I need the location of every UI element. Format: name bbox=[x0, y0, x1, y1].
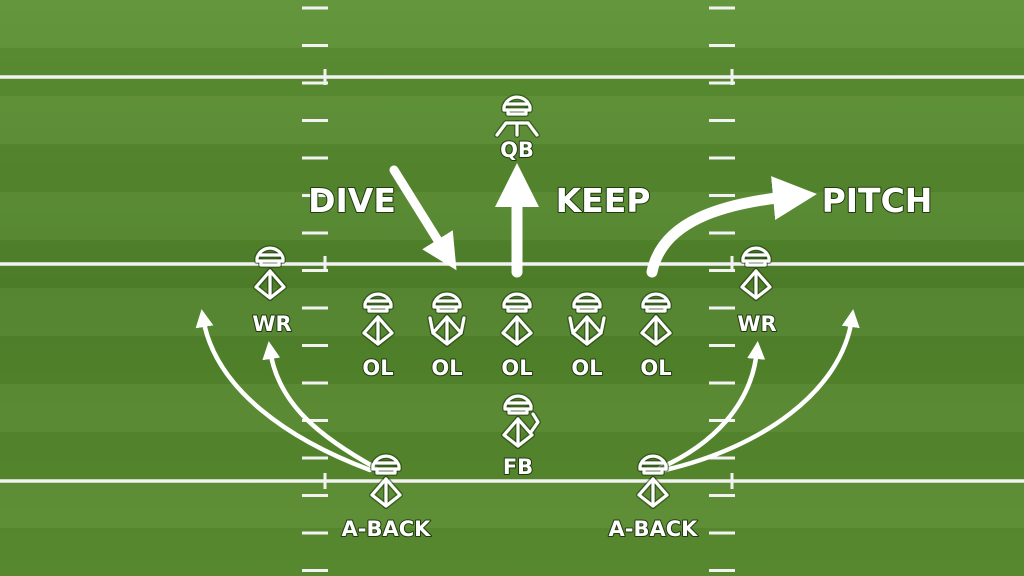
player-label: FB bbox=[503, 455, 533, 479]
player-wr-left: WR bbox=[251, 245, 293, 337]
football-player-icon bbox=[369, 453, 403, 509]
football-player-icon bbox=[739, 245, 773, 301]
football-player-icon bbox=[427, 291, 467, 347]
call-dive-label: DIVE bbox=[308, 181, 396, 220]
player-label: OL bbox=[362, 356, 393, 380]
player-label: WR bbox=[252, 312, 291, 336]
player-label: OL bbox=[640, 356, 671, 380]
player-label: QB bbox=[500, 138, 534, 162]
player-a-back-left: A-BACK bbox=[341, 453, 432, 542]
players: QB OL OL OL OL OL FB WR WR A-BACK A-BACK bbox=[251, 94, 778, 542]
player-label: OL bbox=[431, 356, 462, 380]
a-back-left-outer-route bbox=[195, 309, 373, 473]
pitch-arrow bbox=[646, 176, 817, 278]
player-label: OL bbox=[571, 356, 602, 380]
route-arrows bbox=[195, 163, 860, 473]
football-player-icon bbox=[639, 291, 673, 347]
football-player-icon bbox=[253, 245, 287, 301]
player-fb: FB bbox=[501, 393, 541, 480]
player-a-back-right: A-BACK bbox=[608, 453, 699, 542]
player-ol-1: OL bbox=[361, 291, 395, 381]
call-pitch-label: PITCH bbox=[822, 181, 933, 220]
football-player-icon bbox=[494, 94, 540, 138]
a-back-left-inner-route bbox=[262, 341, 379, 471]
a-back-right-outer-route bbox=[662, 309, 860, 473]
player-label: A-BACK bbox=[342, 517, 432, 541]
player-label: A-BACK bbox=[609, 517, 699, 541]
dive-arrow bbox=[389, 165, 457, 271]
player-ol-4: OL bbox=[567, 291, 607, 381]
call-keep-label: KEEP bbox=[556, 181, 651, 220]
player-ol-3: OL bbox=[500, 291, 534, 381]
player-wr-right: WR bbox=[736, 245, 778, 337]
player-ol-2: OL bbox=[427, 291, 467, 381]
play-calls: DIVE KEEP PITCH bbox=[307, 180, 933, 221]
player-ol-5: OL bbox=[639, 291, 673, 381]
player-label: OL bbox=[501, 356, 532, 380]
football-player-icon bbox=[361, 291, 395, 347]
football-player-icon bbox=[636, 453, 670, 509]
a-back-right-inner-route bbox=[657, 341, 766, 471]
player-qb: QB bbox=[494, 94, 540, 163]
football-player-icon bbox=[501, 393, 541, 449]
hash-marks bbox=[302, 6, 735, 572]
football-player-icon bbox=[567, 291, 607, 347]
football-player-icon bbox=[500, 291, 534, 347]
player-label: WR bbox=[737, 312, 776, 336]
